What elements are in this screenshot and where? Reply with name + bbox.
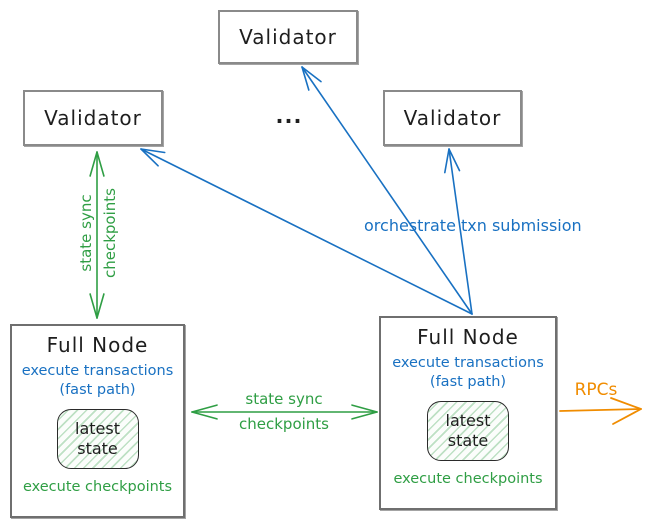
validator-box-right: Validator [383,90,522,146]
full-node-box-right: Full Node execute transactions (fast pat… [379,316,557,510]
full-node-box-left: Full Node execute transactions (fast pat… [10,324,185,518]
validator-right-label: Validator [403,106,502,130]
arrow-rpcs [559,397,642,425]
edge-label-orchestrate-txn-submission: orchestrate txn submission [364,216,582,235]
double-arrow-state-sync-horizontal [191,404,378,420]
full-node-right-blue-line2: (fast path) [429,374,507,390]
arrow-orchestrate-to-top-validator [301,66,473,315]
validator-box-top: Validator [218,10,358,64]
validator-left-label: Validator [44,106,142,130]
full-node-right-latest-state-box: latest state [427,401,509,461]
arrow-orchestrate-to-right-validator [444,148,473,315]
latest-state-line1: latest [75,419,120,438]
edge-label-state-sync-horizontal-line2: checkpoints [239,415,329,433]
full-node-left-latest-state-box: latest state [56,409,139,469]
validators-ellipsis: ... [275,104,303,128]
latest-state-line1: latest [445,411,491,430]
full-node-left-execute-transactions: execute transactions (fast path) [22,362,174,400]
edge-label-state-sync-vertical-line2: checkpoints [101,188,119,278]
edge-label-state-sync-vertical-line1: state sync [77,194,95,272]
edge-label-rpcs: RPCs [574,380,618,400]
latest-state-line2: state [77,439,118,458]
full-node-left-title: Full Node [46,333,149,357]
full-node-left-blue-line1: execute transactions [21,363,174,379]
full-node-right-execute-transactions: execute transactions (fast path) [392,354,544,392]
full-node-right-title: Full Node [417,325,519,349]
full-node-left-execute-checkpoints: execute checkpoints [22,479,173,495]
full-node-right-blue-line1: execute transactions [392,355,544,371]
edge-label-state-sync-horizontal-line1: state sync [245,390,323,408]
validator-box-left: Validator [23,90,163,146]
arrow-orchestrate-to-left-validator [140,148,473,315]
double-arrow-state-sync-vertical [89,151,105,319]
validator-top-label: Validator [239,25,337,49]
full-node-right-execute-checkpoints: execute checkpoints [393,471,543,487]
full-node-left-blue-line2: (fast path) [59,382,136,398]
latest-state-line2: state [447,431,489,450]
